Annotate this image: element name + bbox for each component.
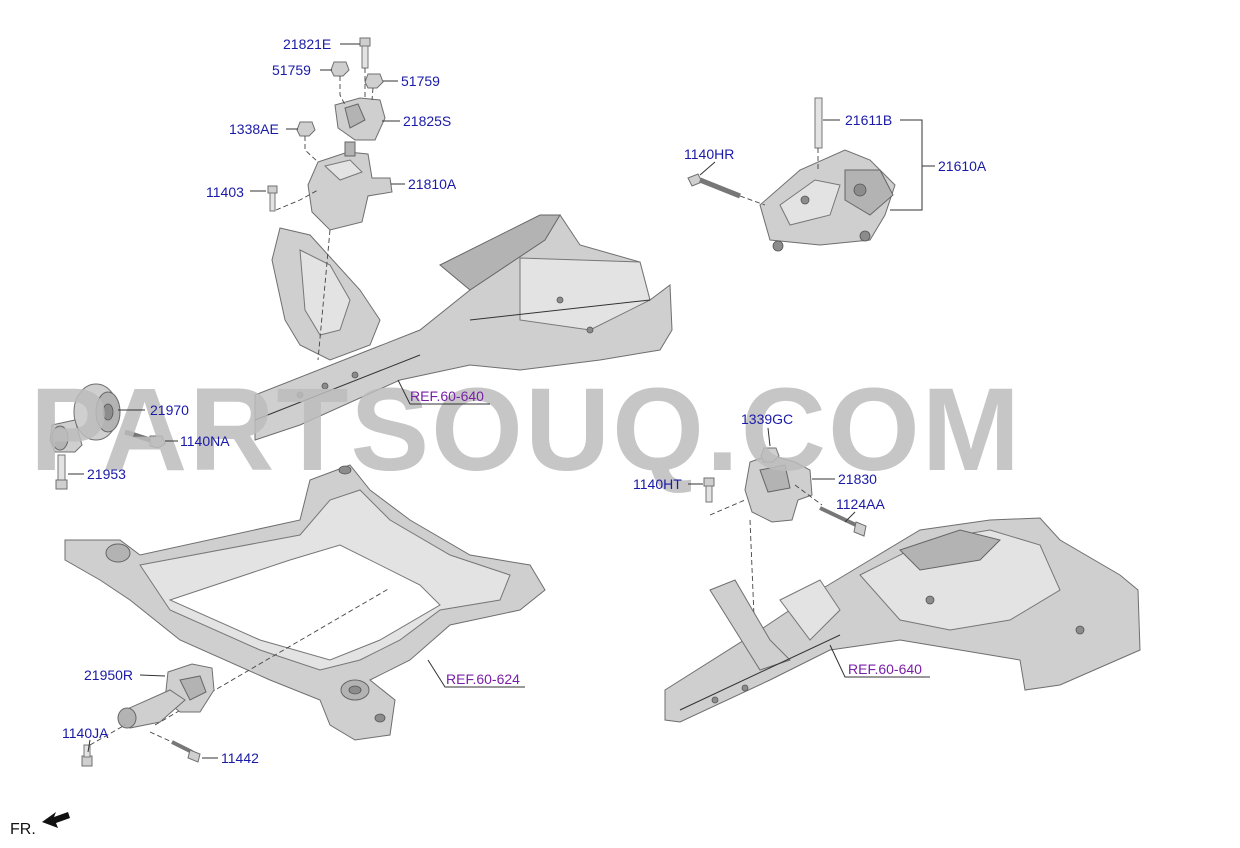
label-1140NA[interactable]: 1140NA [180, 433, 230, 449]
label-21821E[interactable]: 21821E [283, 36, 331, 52]
label-1140HR[interactable]: 1140HR [684, 146, 734, 162]
right-lower-mount [703, 447, 867, 641]
label-51759-right[interactable]: 51759 [401, 73, 440, 89]
right-side-member [664, 517, 1141, 723]
leader-lines [68, 43, 935, 759]
label-1140HT[interactable]: 1140HT [633, 476, 682, 492]
left-side-member [254, 214, 673, 441]
label-1339GC[interactable]: 1339GC [741, 411, 793, 427]
label-11403[interactable]: 11403 [206, 184, 244, 200]
ref-60-640-lower-right[interactable]: REF.60-640 [848, 661, 922, 677]
label-21810A[interactable]: 21810A [408, 176, 457, 192]
label-21953[interactable]: 21953 [87, 466, 126, 482]
label-21825S[interactable]: 21825S [403, 113, 451, 129]
label-1338AE[interactable]: 1338AE [229, 121, 279, 137]
right-upper-mount [687, 97, 896, 252]
label-11442[interactable]: 11442 [221, 750, 259, 766]
label-1140JA[interactable]: 1140JA [62, 725, 109, 741]
label-21950R[interactable]: 21950R [84, 667, 133, 683]
forward-arrow-icon [42, 812, 70, 828]
direction-label: FR. [10, 821, 36, 838]
ref-60-640-upper[interactable]: REF.60-640 [410, 388, 484, 404]
label-21610A[interactable]: 21610A [938, 158, 987, 174]
label-51759-left[interactable]: 51759 [272, 62, 311, 78]
rear-roll-mount [81, 663, 215, 767]
left-mount-stack [267, 37, 393, 361]
front-subframe [64, 464, 546, 741]
ref-60-624-subframe[interactable]: REF.60-624 [446, 671, 520, 687]
label-21830[interactable]: 21830 [838, 471, 877, 487]
label-1124AA[interactable]: 1124AA [836, 496, 885, 512]
watermark-text: PARTSOUQ.COM [30, 364, 1022, 496]
label-21970[interactable]: 21970 [150, 402, 189, 418]
label-21611B[interactable]: 21611B [845, 112, 892, 128]
rear-bushing-group [49, 383, 166, 490]
